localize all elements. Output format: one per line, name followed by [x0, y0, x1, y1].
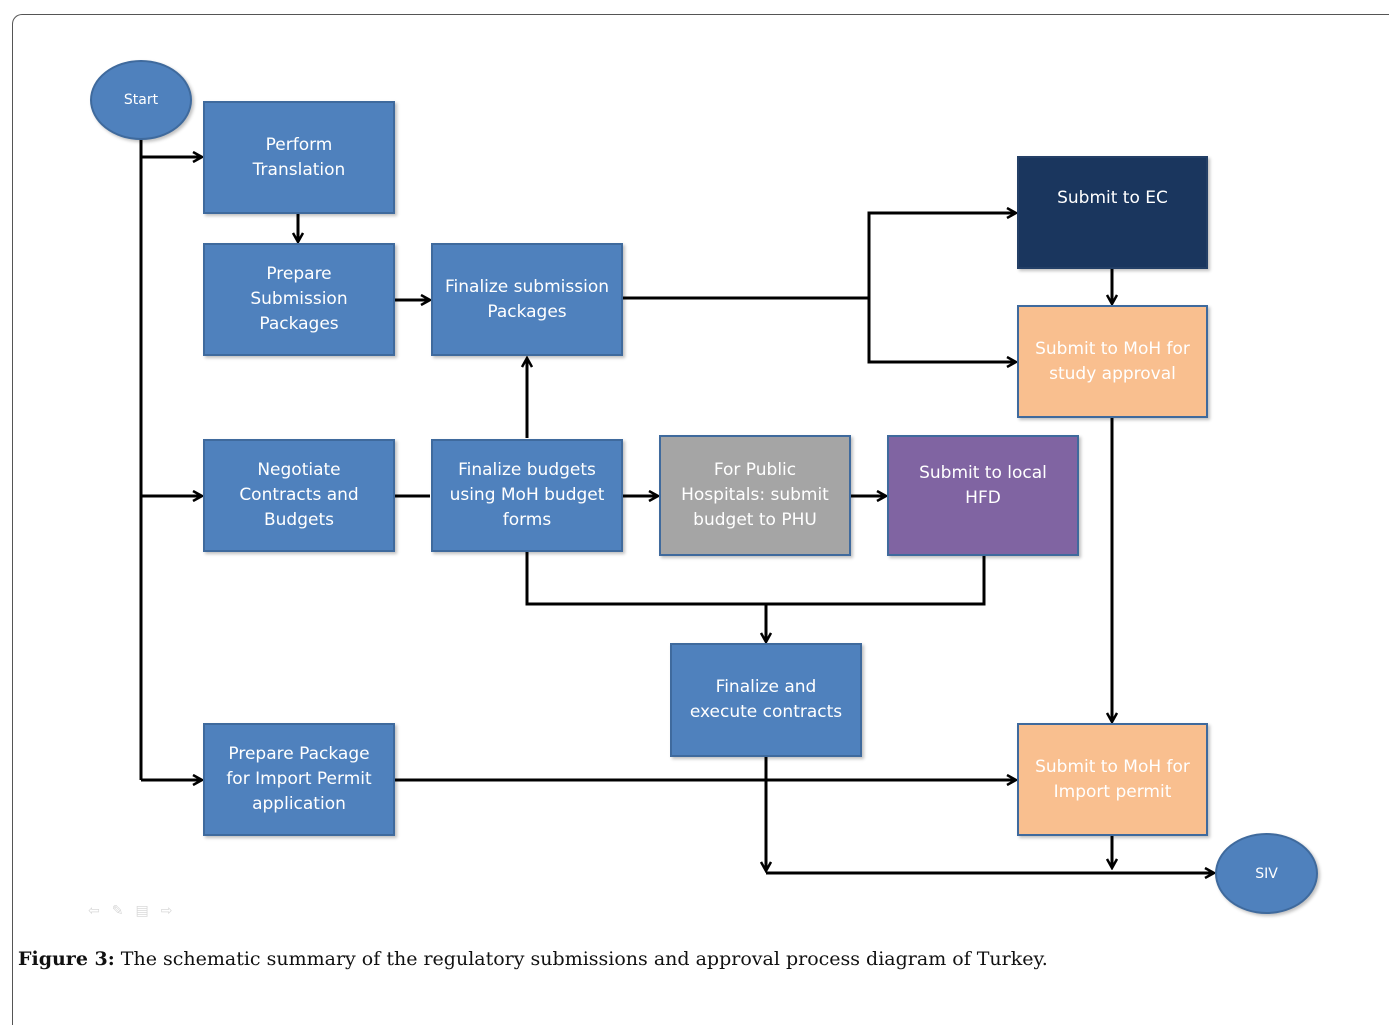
negotiate-contracts-label: Negotiate Contracts and Budgets	[239, 460, 359, 530]
submit-moh-study-box: Submit to MoH for study approval	[1017, 305, 1208, 418]
siv-node: SIV	[1215, 833, 1318, 914]
connector-budgets-join	[525, 552, 986, 606]
finalize-execute-box: Finalize and execute contracts	[670, 643, 862, 757]
finalize-submission-box: Finalize submission Packages	[431, 243, 623, 356]
submit-moh-study-label: Submit to MoH for study approval	[1035, 338, 1190, 384]
finalize-budgets-box: Finalize budgets using MoH budget forms	[431, 439, 623, 552]
public-hospitals-box: For Public Hospitals: submit budget to P…	[659, 435, 851, 556]
submit-local-hfd-label: Submit to local HFD	[919, 462, 1047, 508]
submit-moh-import-box: Submit to MoH for Import permit	[1017, 723, 1208, 836]
forward-arrow-icon[interactable]: ⇨	[160, 903, 173, 919]
pen-icon[interactable]: ✎	[111, 903, 124, 919]
figure-frame	[12, 14, 1389, 1025]
finalize-budgets-label: Finalize budgets using MoH budget forms	[449, 460, 605, 530]
negotiate-contracts-box: Negotiate Contracts and Budgets	[203, 439, 395, 552]
prepare-import-box: Prepare Package for Import Permit applic…	[203, 723, 395, 836]
submit-moh-import-label: Submit to MoH for Import permit	[1035, 756, 1190, 802]
finalize-submission-label: Finalize submission Packages	[444, 276, 609, 322]
menu-icon[interactable]: ▤	[135, 903, 149, 919]
prepare-submission-label: Prepare Submission Packages	[250, 264, 348, 334]
submit-ec-box: Submit to EC	[1017, 156, 1208, 269]
connector-split-ec	[867, 213, 1016, 362]
start-node: Start	[90, 60, 192, 140]
slide-toolbar: ⇦ ✎ ▤ ⇨	[88, 903, 172, 919]
public-hospitals-label: For Public Hospitals: submit budget to P…	[681, 460, 829, 530]
submit-local-hfd-box: Submit to local HFD	[887, 435, 1079, 556]
caption-text: The schematic summary of the regulatory …	[114, 948, 1048, 970]
figure-caption: Figure 3: The schematic summary of the r…	[18, 948, 1378, 970]
perform-translation-box: Perform Translation	[203, 101, 395, 214]
start-label: Start	[123, 92, 159, 108]
perform-translation-label: Perform Translation	[252, 134, 346, 180]
caption-label: Figure 3:	[18, 948, 115, 970]
prepare-submission-box: Prepare Submission Packages	[203, 243, 395, 356]
finalize-execute-label: Finalize and execute contracts	[689, 677, 843, 722]
connector-split-moh	[867, 298, 1016, 362]
back-arrow-icon[interactable]: ⇦	[88, 903, 100, 919]
siv-label: SIV	[1255, 865, 1278, 882]
prepare-import-label: Prepare Package for Import Permit applic…	[226, 744, 372, 814]
submit-ec-label: Submit to EC	[1057, 188, 1168, 208]
